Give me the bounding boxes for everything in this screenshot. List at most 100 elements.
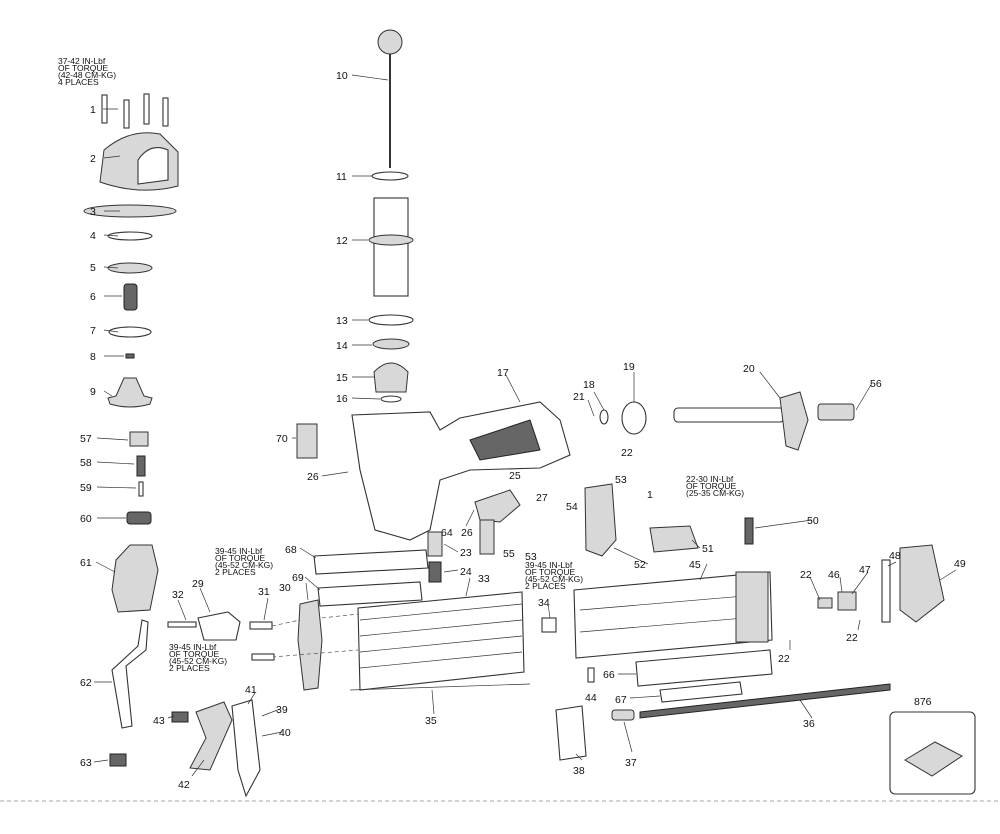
part-screws-1	[101, 93, 169, 129]
callout: 49	[954, 558, 966, 570]
callout: 16	[336, 393, 348, 405]
callout: 10	[336, 70, 348, 82]
svg-text:39-45 IN-Lbf: 39-45 IN-Lbf	[525, 560, 573, 570]
part-51	[649, 525, 699, 553]
callout: 12	[336, 235, 348, 247]
callout: 53	[525, 551, 537, 563]
part-plate-5	[107, 262, 153, 274]
part-spring-6	[123, 283, 138, 311]
part-valve-9	[107, 377, 153, 408]
svg-text:(45-52 CM-KG): (45-52 CM-KG)	[525, 574, 583, 584]
callout: 60	[80, 513, 92, 525]
svg-text:39-45 IN-Lbf: 39-45 IN-Lbf	[169, 642, 217, 652]
part-spring-24	[428, 561, 442, 583]
callout: 50	[807, 515, 819, 527]
part-strip-35	[349, 683, 531, 691]
callout: 21	[573, 391, 585, 403]
callout: 27	[536, 492, 548, 504]
callout: 37	[625, 757, 637, 769]
callout: 55	[503, 548, 515, 560]
part-61	[111, 544, 159, 613]
callout: 30	[279, 582, 291, 594]
part-spring-58	[136, 455, 146, 477]
callout: 47	[859, 564, 871, 576]
part-screw-31	[249, 621, 273, 630]
callout: 35	[425, 715, 437, 727]
part-57	[129, 431, 149, 447]
svg-text:39-45 IN-Lbf: 39-45 IN-Lbf	[215, 546, 263, 556]
callout: 53	[615, 474, 627, 486]
part-34	[541, 617, 557, 633]
callout: 66	[603, 669, 615, 681]
part-magazine-45	[573, 571, 773, 659]
svg-text:OF TORQUE: OF TORQUE	[58, 63, 109, 73]
part-cylinder-12	[373, 197, 409, 297]
callout: 19	[623, 361, 635, 373]
callout: 14	[336, 340, 348, 352]
callout: 61	[80, 557, 92, 569]
part-spring-36	[639, 683, 891, 719]
part-29	[197, 611, 241, 641]
callout: 64	[441, 527, 453, 539]
part-label-66	[635, 649, 773, 687]
part-26	[479, 519, 495, 555]
callout: 58	[80, 457, 92, 469]
part-37	[611, 709, 635, 721]
callout: 68	[285, 544, 297, 556]
callout: 31	[258, 586, 270, 598]
part-label-69	[317, 581, 423, 607]
svg-text:OF TORQUE: OF TORQUE	[525, 567, 576, 577]
callout: 20	[743, 363, 755, 375]
callout: 29	[192, 578, 204, 590]
callout: 8	[90, 351, 96, 363]
part-washer-18	[599, 409, 609, 425]
callout: 23	[460, 547, 472, 559]
svg-text:OF TORQUE: OF TORQUE	[169, 649, 220, 659]
part-ring-14	[372, 338, 410, 350]
callout: 54	[566, 501, 578, 513]
callout: 67	[615, 694, 627, 706]
callout: 18	[583, 379, 595, 391]
svg-text:2 PLACES: 2 PLACES	[215, 567, 256, 577]
callout: 70	[276, 433, 288, 445]
part-63	[109, 753, 127, 767]
svg-text:OF TORQUE: OF TORQUE	[686, 481, 737, 491]
callout: 11	[336, 171, 347, 183]
part-ring-13	[368, 314, 414, 326]
svg-text:(42-48 CM-KG): (42-48 CM-KG)	[58, 70, 116, 80]
callout: 42	[178, 779, 190, 791]
part-spring-50	[744, 517, 754, 545]
callout: 57	[80, 433, 92, 445]
svg-text:37-42 IN-Lbf: 37-42 IN-Lbf	[58, 56, 106, 66]
callout: 44	[585, 692, 597, 704]
svg-text:2 PLACES: 2 PLACES	[169, 663, 210, 673]
part-fitting-56	[817, 403, 855, 421]
callout: 40	[279, 727, 291, 739]
part-52	[584, 483, 617, 557]
callout: 43	[153, 715, 165, 727]
callout: 69	[292, 572, 304, 584]
part-46	[817, 597, 833, 609]
part-oring-16	[380, 395, 402, 403]
callout-labels: 1 2 3 4 5 6 7 8 9 57 58 59 60 61 62 63 1…	[80, 70, 966, 791]
part-screw-32	[167, 621, 197, 628]
part-pin-8	[125, 353, 135, 359]
part-housing-17	[351, 401, 571, 541]
callout: 22	[778, 653, 790, 665]
part-washer-4	[107, 231, 153, 241]
svg-text:(45-52 CM-KG): (45-52 CM-KG)	[215, 560, 273, 570]
part-tube-20	[673, 407, 785, 423]
callout: 876	[914, 696, 932, 708]
callout: 9	[90, 386, 96, 398]
callout: 56	[870, 378, 882, 390]
callout: 51	[702, 543, 714, 555]
part-nose-30	[297, 599, 323, 691]
callout: 36	[803, 718, 815, 730]
callout: 52	[634, 559, 646, 571]
part-49	[899, 544, 945, 623]
callout: 59	[80, 482, 92, 494]
part-25-27	[474, 489, 521, 523]
svg-text:22-30 IN-Lbf: 22-30 IN-Lbf	[686, 474, 734, 484]
